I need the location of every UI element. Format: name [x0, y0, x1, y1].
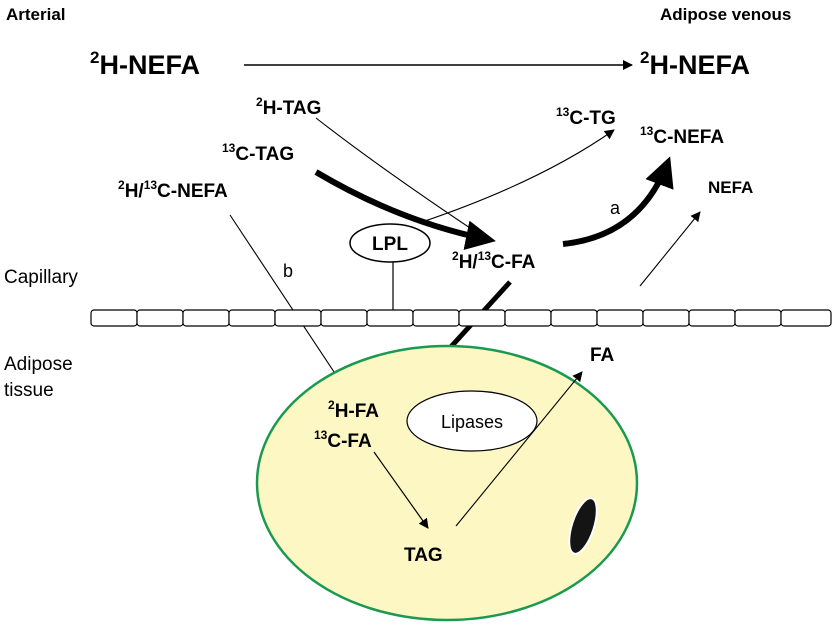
label-2h-13c-nefa: 2H/13C-NEFA — [118, 178, 228, 202]
arrow-13c-tag-to-fa — [314, 169, 496, 250]
lipases-droplet — [406, 390, 538, 452]
lpl-enzyme — [349, 223, 431, 263]
path-label-a: a — [610, 198, 621, 218]
capillary-wall — [90, 309, 832, 327]
label-fa: FA — [590, 345, 615, 366]
arrow-2h-tag-to-fa — [315, 117, 483, 237]
label-2h-nefa-arterial: 2H-NEFA — [90, 48, 200, 80]
label-adipose: Adipose — [4, 354, 73, 375]
label-2h-fa: 2H-FA — [328, 398, 379, 422]
label-nefa: NEFA — [708, 178, 753, 197]
header-adipose-venous: Adipose venous — [660, 5, 791, 24]
label-13c-nefa: 13C-NEFA — [640, 124, 724, 148]
arrow-nefa-release — [639, 211, 701, 287]
label-capillary: Capillary — [4, 267, 78, 288]
arrow-fa-to-tag — [373, 451, 429, 529]
label-13c-tg: 13C-TG — [556, 105, 616, 129]
label-tissue: tissue — [4, 380, 54, 401]
label-13c-fa: 13C-FA — [314, 428, 372, 452]
label-2h-nefa-venous: 2H-NEFA — [640, 48, 750, 80]
header-arterial: Arterial — [6, 5, 66, 24]
label-lipases: Lipases — [441, 412, 503, 432]
adipocyte-nucleus — [568, 497, 598, 555]
label-tag: TAG — [404, 545, 443, 566]
label-2h-13c-fa: 2H/13C-FA — [452, 249, 536, 273]
label-2h-tag: 2H-TAG — [256, 95, 321, 119]
arrow-to-13c-tg — [421, 129, 615, 223]
path-label-b: b — [283, 261, 293, 281]
label-13c-tag: 13C-TAG — [222, 141, 294, 165]
arrow-a-fa-spillover — [562, 156, 674, 247]
adipocyte-cell — [255, 344, 639, 622]
label-lpl: LPL — [372, 234, 408, 255]
arrow-b-nefa-uptake — [229, 214, 347, 391]
arrow-tag-to-fa — [455, 371, 583, 527]
